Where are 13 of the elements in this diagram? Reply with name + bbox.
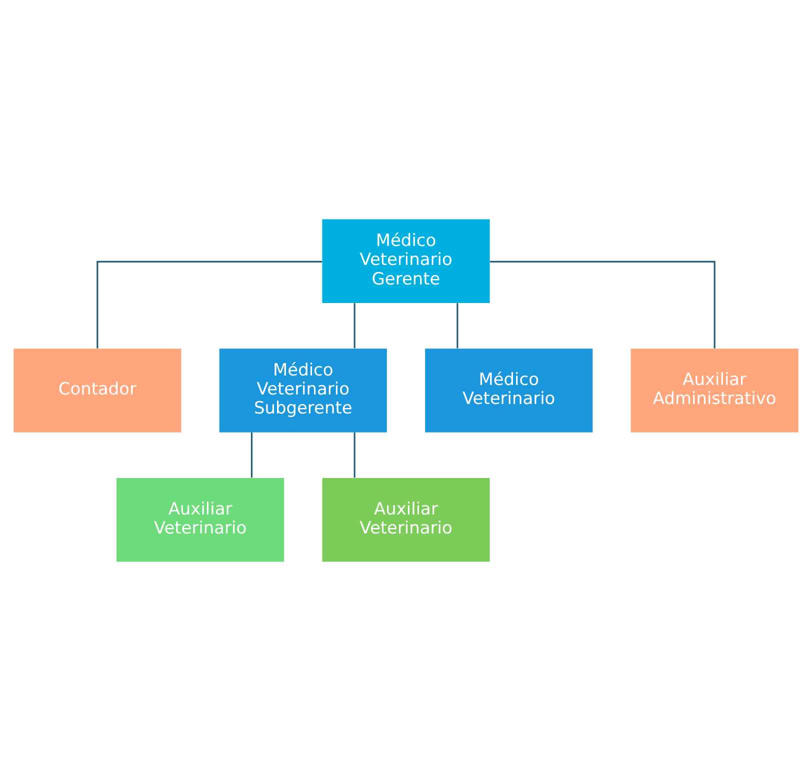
node-box: Auxiliar Veterinario	[322, 478, 490, 562]
node-box: Auxiliar Veterinario	[116, 478, 284, 562]
connector	[250, 432, 252, 478]
connector	[96, 260, 322, 348]
connector	[489, 260, 715, 348]
connector	[353, 432, 355, 478]
node-box: Médico Veterinario	[424, 348, 592, 432]
node-box: Auxiliar Administrativo	[630, 348, 798, 432]
node-box: Médico Veterinario Subgerente	[218, 348, 386, 432]
node-box: Médico Veterinario Gerente	[322, 219, 490, 304]
node-box: Contador	[13, 348, 181, 432]
connector	[456, 303, 458, 348]
connector	[353, 303, 355, 348]
